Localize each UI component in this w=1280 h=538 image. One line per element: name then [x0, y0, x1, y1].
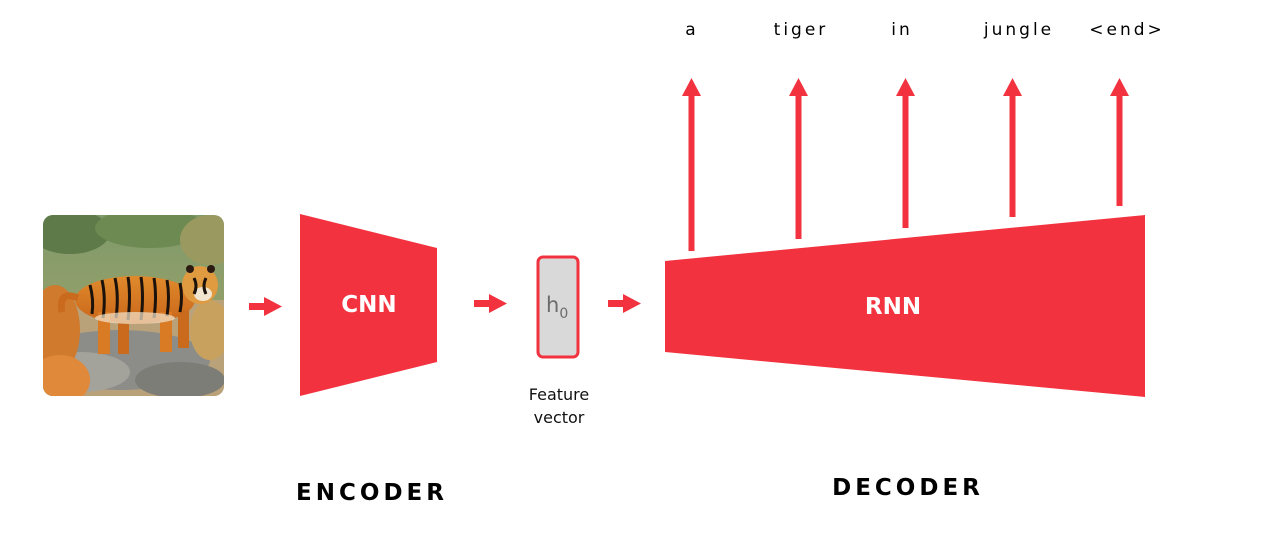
feature-vector-subscript: 0 — [559, 306, 568, 322]
rnn-block: RNN — [665, 215, 1145, 397]
output-arrow-1 — [682, 78, 701, 251]
encoder-section-label: ENCODER — [296, 480, 448, 506]
output-arrow-2 — [789, 78, 808, 239]
output-arrow-5 — [1110, 78, 1129, 206]
output-word: in — [891, 20, 913, 40]
output-arrow-4 — [1003, 78, 1022, 217]
feature-vector: h0 Feature vector — [529, 255, 589, 427]
output-word: tiger — [774, 20, 829, 40]
output-word: jungle — [983, 20, 1054, 40]
cnn-block: CNN — [300, 214, 437, 396]
output-words: a tiger in jungle <end> — [685, 20, 1165, 40]
cnn-label: CNN — [341, 292, 396, 318]
tiger-photo — [43, 215, 224, 396]
feature-vector-symbol: h — [546, 293, 559, 317]
output-word: a — [685, 20, 698, 40]
arrow-to-feature-vector — [474, 294, 507, 313]
output-arrows — [682, 78, 1129, 251]
rnn-label: RNN — [865, 294, 921, 320]
output-word: <end> — [1089, 20, 1165, 40]
arrow-to-decoder — [608, 294, 641, 313]
output-arrow-3 — [896, 78, 915, 228]
arrow-to-encoder — [249, 297, 282, 316]
feature-vector-caption-line1: Feature — [529, 385, 589, 404]
decoder-section-label: DECODER — [832, 475, 984, 501]
svg-text:h0: h0 — [546, 293, 568, 322]
feature-vector-caption-line2: vector — [534, 408, 585, 427]
